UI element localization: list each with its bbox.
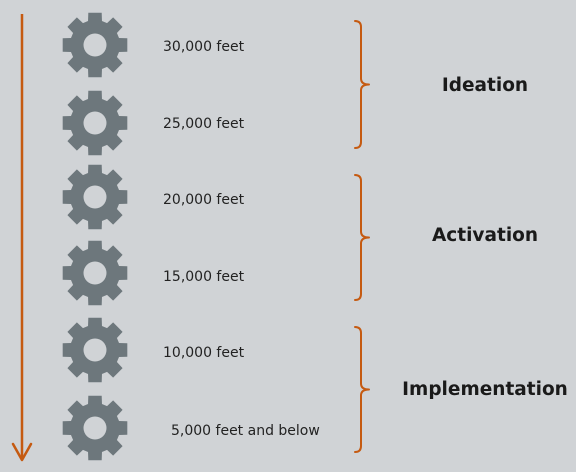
gear-icon [62,12,128,78]
curly-brace-icon [354,174,370,301]
level-label-20000: 20,000 feet [163,192,245,208]
curly-brace-icon [354,20,370,149]
phase-label-ideation: Ideation [441,74,529,96]
gear-hole [83,416,107,440]
arrow-head [11,442,33,462]
gear-icon [62,240,128,306]
gear-hole [83,338,107,362]
level-label-25000: 25,000 feet [163,116,245,132]
gear-hole [83,261,107,285]
gear-hole [83,185,107,209]
brace-column [354,20,370,453]
phase-label-activation: Activation [431,224,539,246]
gear-column [62,12,128,461]
down-arrow-icon [11,14,33,462]
level-label-30000: 30,000 feet [163,39,245,55]
gear-icon [62,395,128,461]
gear-hole [83,111,107,135]
level-label-10000: 10,000 feet [163,345,245,361]
level-label-15000: 15,000 feet [163,269,245,285]
gear-icon [62,164,128,230]
phase-label-implementation: Implementation [402,378,568,400]
gear-hole [83,33,107,57]
gear-icon [62,317,128,383]
level-label-5000: 5,000 feet and below [171,423,320,439]
curly-brace-icon [354,326,370,453]
gear-icon [62,90,128,156]
